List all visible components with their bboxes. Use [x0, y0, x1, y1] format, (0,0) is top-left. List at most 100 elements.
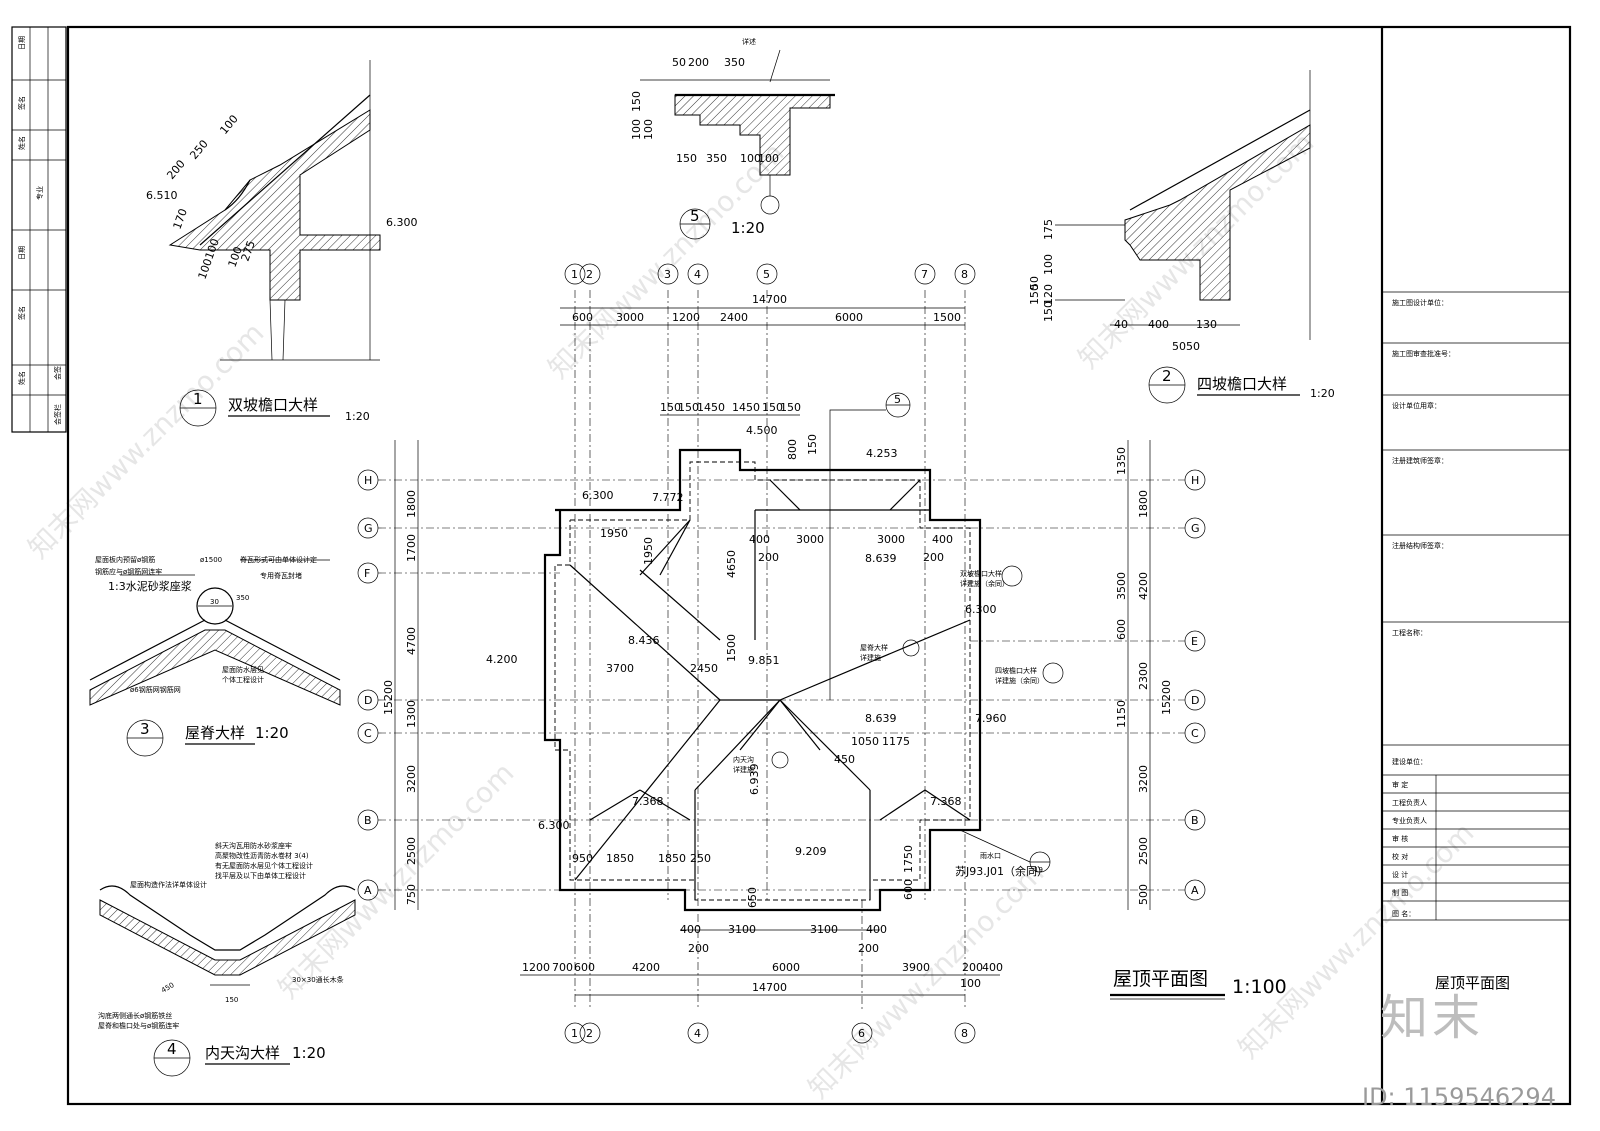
dim-top-local: 1450 — [697, 401, 725, 414]
detail-3-note: 30 — [210, 598, 219, 606]
grid-col-label: 5 — [763, 268, 770, 281]
plan-dim: 3700 — [606, 662, 634, 675]
detail-5-note: 详述 — [742, 37, 756, 46]
detail-3-note: 专用脊瓦封堵 — [260, 571, 302, 580]
strip-label: 签名 — [17, 306, 26, 320]
detail-5-dim: 100 — [740, 152, 761, 165]
detail-2-dim: 175 — [1042, 219, 1055, 240]
detail-3-title: 屋脊大样 — [185, 724, 245, 742]
detail-1-dim: 170 — [171, 207, 190, 231]
title-block-label: 注册建筑师签章： — [1392, 456, 1448, 465]
plan-dim: 1850 — [658, 852, 686, 865]
plan-dim: 400 — [932, 533, 953, 546]
detail-3-note: 个体工程设计 — [222, 675, 264, 684]
dim-bottom-seg: 4200 — [632, 961, 660, 974]
plan-note: 双坡檐口大样 — [960, 569, 1002, 578]
detail-5-dim: 200 — [688, 56, 709, 69]
grid-col-label: 6 — [858, 1027, 865, 1040]
strip-label: 会签栏 — [53, 404, 62, 425]
title-block-role: 图 名： — [1392, 909, 1415, 918]
watermark: 知末网www.znzmo.com — [22, 316, 271, 565]
plan-dim: 3000 — [796, 533, 824, 546]
dim-right-seg: 2500 — [1137, 837, 1150, 865]
dim-bottom-inner: 3100 — [728, 923, 756, 936]
grid-col-label: 2 — [586, 1027, 593, 1040]
detail-5-scale: 1:20 — [731, 219, 765, 237]
title-block-role: 校 对 — [1392, 852, 1408, 861]
grid-row-label: A — [1191, 884, 1199, 897]
dim-right-seg: 2300 — [1137, 662, 1150, 690]
plan-dim: 200 — [923, 551, 944, 564]
plan-dim: 600 — [902, 879, 915, 900]
grid-row-label: G — [1191, 522, 1200, 535]
grid-row-label: F — [364, 567, 370, 580]
detail-4-scale: 1:20 — [292, 1044, 326, 1062]
detail-4-note: 高聚物改性沥青防水卷材 3(4) — [215, 851, 309, 860]
grid-col-label: 2 — [586, 268, 593, 281]
grid-row-label: B — [364, 814, 372, 827]
elevation-label: 9.851 — [748, 654, 780, 667]
plan-note: 四坡檐口大样 — [995, 666, 1037, 675]
detail-4-no: 4 — [167, 1040, 177, 1058]
plan-scale: 1:100 — [1232, 976, 1287, 998]
elevation-label: 6.939 — [748, 764, 761, 796]
plan-note: 详建施 — [860, 653, 881, 662]
dim-top-seg: 3000 — [616, 311, 644, 324]
dim-left-seg: 1800 — [405, 490, 418, 518]
dim-bottom-total: 14700 — [752, 981, 787, 994]
strip-label: 会签 — [53, 366, 62, 380]
dim-right-total: 15200 — [1160, 680, 1173, 715]
grid-row-label: E — [1191, 635, 1198, 648]
detail-4-note: 找平层及以下由单体工程设计 — [215, 871, 306, 880]
dim-top-seg: 1200 — [672, 311, 700, 324]
title-block-label: 施工图设计单位： — [1392, 298, 1448, 307]
dim-top-local: 1450 — [732, 401, 760, 414]
plan-dim: 1175 — [882, 735, 910, 748]
dim-bottom-seg: 6000 — [772, 961, 800, 974]
detail-4-note: 150 — [225, 996, 238, 1004]
dim-left-seg: 1700 — [405, 534, 418, 562]
plan-note: 苏J93.J01（余同） — [955, 864, 1048, 878]
detail-4-note: 有无屋面防水层见个体工程设计 — [215, 861, 313, 870]
strip-label: 姓名 — [17, 136, 26, 150]
plan-dim: 4650 — [725, 550, 738, 578]
grid-row-label: H — [364, 474, 372, 487]
grid-row-label: G — [364, 522, 373, 535]
detail-3-note: 钢筋应与ø钢筋网连牢 — [95, 567, 162, 576]
elevation-label: 4.200 — [486, 653, 518, 666]
watermark: 知末网www.znzmo.com — [542, 136, 791, 385]
detail-4-note: 屋脊和檐口处与ø钢筋连牢 — [98, 1021, 179, 1030]
detail-5-dim: 100 — [630, 119, 643, 140]
detail-2-no: 2 — [1162, 367, 1172, 385]
detail-5-dim: 150 — [676, 152, 697, 165]
detail-1-scale: 1:20 — [345, 410, 370, 423]
detail-2-dim: 100 — [1042, 254, 1055, 275]
title-block-role: 审 定 — [1392, 780, 1408, 789]
dim-top-seg: 600 — [572, 311, 593, 324]
elevation-label: 8.436 — [628, 634, 660, 647]
grid-row-label: H — [1191, 474, 1199, 487]
elevation-label: 4.253 — [866, 447, 898, 460]
title-block-label: 注册结构师签章： — [1392, 541, 1448, 550]
dim-left-seg: 750 — [405, 884, 418, 905]
strip-label: 专业 — [35, 186, 44, 200]
watermark: 知末网www.znzmo.com — [802, 856, 1051, 1105]
dim-right-seg: 1350 — [1115, 447, 1128, 475]
roof-plan: 1 2 3 4 5 7 8 1 2 4 6 8 H G F D C B A H — [357, 263, 1287, 1044]
detail-1-elev: 6.510 — [146, 189, 178, 202]
dim-right-seg: 4200 — [1137, 572, 1150, 600]
grid-col-label: 8 — [961, 1027, 968, 1040]
plan-dim: 800 — [786, 439, 799, 460]
detail-2-scale: 1:20 — [1310, 387, 1335, 400]
grid-row-label: B — [1191, 814, 1199, 827]
dim-bottom-seg: 700 — [552, 961, 573, 974]
detail-2-dim: 50 — [1028, 276, 1041, 290]
elevation-label: 6.300 — [538, 819, 570, 832]
plan-note: 19 — [1034, 866, 1043, 874]
dim-top-total: 14700 — [752, 293, 787, 306]
title-block-role: 专业负责人 — [1392, 816, 1427, 825]
detail-5-dim: 150 — [630, 91, 643, 112]
title-block-role: 制 图 — [1392, 888, 1408, 897]
detail-1-elev: 6.300 — [386, 216, 418, 229]
